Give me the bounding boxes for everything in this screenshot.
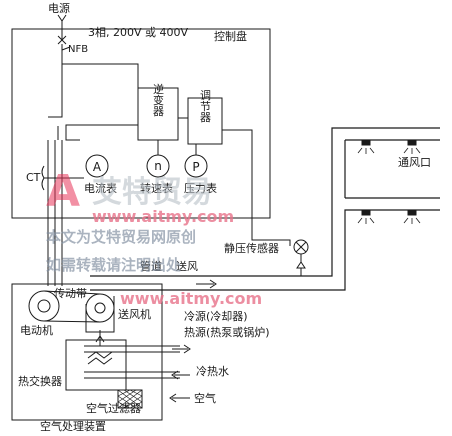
- vent-airflow-marks: [357, 147, 421, 224]
- ammeter-dial: [85, 154, 109, 178]
- fan-pulley: [85, 293, 115, 323]
- pressure-symbol: P: [192, 160, 199, 174]
- label-heat-source: 热源(热泵或锅炉): [184, 325, 270, 339]
- label-regulator: 调节器: [199, 89, 212, 123]
- water-arrows: [171, 344, 191, 380]
- label-duct: 管道: [140, 259, 162, 273]
- label-supply-air: 送风: [176, 259, 198, 273]
- watermark-logo-mark: A: [46, 166, 80, 217]
- tachometer-dial: [146, 154, 170, 178]
- label-tachometer: 转速表: [140, 181, 173, 195]
- label-ct: CT: [26, 171, 41, 184]
- label-nfb: NFB: [68, 44, 88, 55]
- vent-lower-1: [361, 209, 371, 216]
- label-power: 电源: [48, 1, 70, 15]
- supply-duct: [90, 127, 440, 291]
- vent-upper-1: [361, 139, 371, 146]
- label-supply: 3相, 200V 或 400V: [88, 26, 189, 39]
- vents: [361, 139, 417, 216]
- label-control-panel: 控制盘: [214, 29, 247, 43]
- label-air: 空气: [194, 391, 216, 405]
- label-ahu: 空气处理装置: [40, 419, 106, 433]
- air-intake-arrow: [169, 393, 190, 403]
- heat-exchanger-box: [65, 339, 127, 391]
- watermark-logo-text: 艾特贸易: [92, 175, 212, 210]
- ct-coil: [41, 165, 84, 191]
- meters: [85, 154, 208, 178]
- label-inverter: 逆变器: [152, 82, 165, 117]
- watermark-note-1: 本文为艾特贸易网原创: [46, 228, 196, 246]
- label-fan: 送风机: [118, 307, 151, 321]
- inverter-output: [47, 124, 138, 286]
- label-heat-exchanger: 热交换器: [18, 374, 62, 388]
- label-air-filter: 空气过滤器: [86, 401, 141, 415]
- label-motor: 电动机: [20, 323, 53, 337]
- label-vent: 通风口: [398, 156, 431, 169]
- label-ammeter: 电流表: [84, 181, 117, 195]
- control-panel: [11, 28, 271, 219]
- label-cold-source: 冷源(冷却器): [184, 309, 248, 323]
- label-belt: 传动带: [54, 287, 87, 300]
- label-static-pressure-sensor: 静压传感器: [224, 241, 279, 255]
- power-input: [57, 14, 71, 60]
- coil-pipes: [84, 345, 180, 379]
- control-panel-frame: [11, 28, 271, 219]
- watermark-note-2: 如需转载请注明出处: [46, 256, 182, 274]
- regulator-box: [187, 97, 223, 145]
- supply-air-arrow: [196, 279, 217, 289]
- static-pressure-sensor: [293, 239, 309, 276]
- tachometer-symbol: n: [154, 159, 162, 173]
- supply-wiring: [48, 60, 291, 246]
- ammeter-symbol: A: [93, 160, 102, 174]
- vent-upper-2: [407, 139, 417, 146]
- air-filter-box: [117, 389, 143, 409]
- label-chilled-hot-water: 冷热水: [196, 365, 229, 378]
- watermark: A 艾特贸易 www.aitmy.com 本文为艾特贸易网原创 如需转载请注明出…: [46, 166, 262, 308]
- pressure-gauge-dial: [184, 154, 208, 178]
- watermark-url-2: www.aitmy.com: [120, 289, 262, 308]
- vent-lower-2: [407, 209, 417, 216]
- watermark-url-1: www.aitmy.com: [92, 207, 234, 226]
- label-pressure-gauge: 压力表: [184, 181, 217, 195]
